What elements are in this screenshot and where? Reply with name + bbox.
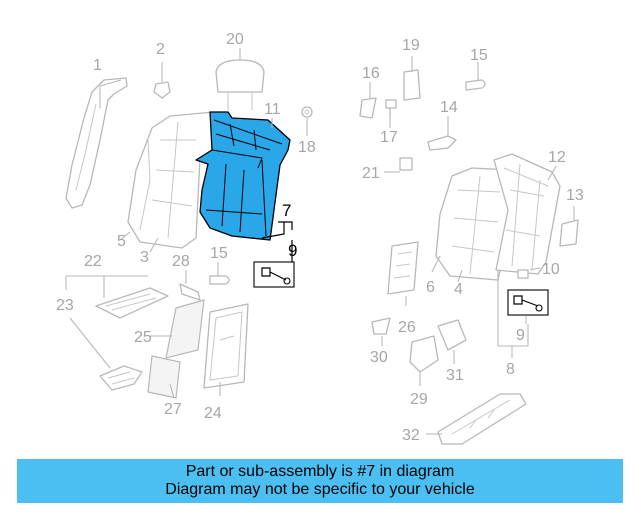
callout-21: 21 bbox=[362, 165, 380, 182]
callout-13: 13 bbox=[566, 187, 584, 204]
callout-15-left: 15 bbox=[210, 245, 228, 262]
part-20-headrest[interactable] bbox=[215, 59, 265, 110]
part-25-panel[interactable] bbox=[165, 299, 205, 359]
callout-25: 25 bbox=[134, 329, 152, 346]
part-27-cover[interactable] bbox=[147, 355, 181, 399]
parts-diagram: 1 2 20 5 3 7 9 11 18 bbox=[56, 31, 584, 445]
callout-18: 18 bbox=[298, 139, 316, 156]
part-26-lumbar-frame[interactable] bbox=[387, 241, 419, 295]
part-18-grommet[interactable] bbox=[301, 106, 313, 118]
part-9-bolt-left[interactable] bbox=[253, 261, 295, 288]
part-7-seatback-frame[interactable] bbox=[195, 111, 291, 241]
callout-29: 29 bbox=[410, 391, 428, 408]
part-24-back-panel[interactable] bbox=[203, 303, 249, 389]
callout-3: 3 bbox=[140, 249, 149, 266]
callout-15-right: 15 bbox=[470, 47, 488, 64]
callout-28: 28 bbox=[172, 253, 190, 270]
callout-12: 12 bbox=[548, 149, 566, 166]
part-14-clip[interactable] bbox=[427, 135, 457, 151]
callout-1: 1 bbox=[93, 57, 102, 74]
banner-line-2: Diagram may not be specific to your vehi… bbox=[165, 481, 475, 498]
part-23-bracket[interactable] bbox=[99, 365, 143, 391]
part-21-bolt[interactable] bbox=[399, 157, 413, 171]
part-30-clip[interactable] bbox=[371, 317, 391, 335]
callout-5: 5 bbox=[117, 233, 126, 250]
part-17-screw[interactable] bbox=[385, 99, 397, 118]
callout-9-left: 9 bbox=[288, 241, 297, 260]
part-31-hinge[interactable] bbox=[437, 319, 467, 351]
part-10-nut[interactable] bbox=[517, 269, 529, 279]
callout-27: 27 bbox=[164, 401, 182, 418]
part-9-bolt-right[interactable] bbox=[507, 289, 549, 316]
callout-6: 6 bbox=[426, 279, 435, 296]
callout-7: 7 bbox=[282, 201, 291, 220]
callout-20: 20 bbox=[226, 31, 244, 48]
callout-24: 24 bbox=[204, 405, 222, 422]
part-15-pin-left[interactable] bbox=[209, 275, 230, 285]
callout-26: 26 bbox=[398, 319, 416, 336]
banner-line-1: Part or sub-assembly is #7 in diagram bbox=[185, 463, 455, 480]
part-16-bracket[interactable] bbox=[359, 97, 377, 119]
callout-4: 4 bbox=[454, 281, 463, 298]
info-banner: Part or sub-assembly is #7 in diagram Di… bbox=[17, 459, 623, 503]
callout-31: 31 bbox=[446, 367, 464, 384]
part-12-seatback-frame[interactable] bbox=[493, 153, 561, 275]
part-19-cover[interactable] bbox=[403, 69, 421, 101]
callout-16: 16 bbox=[362, 65, 380, 82]
part-15-pin-right[interactable] bbox=[465, 79, 486, 91]
part-29-bracket[interactable] bbox=[409, 335, 439, 373]
part-2-clip[interactable] bbox=[153, 81, 171, 99]
part-28-strip[interactable] bbox=[179, 283, 201, 301]
callout-10: 10 bbox=[542, 261, 560, 278]
part-22-tray[interactable] bbox=[95, 287, 169, 319]
callout-22: 22 bbox=[84, 253, 102, 270]
callout-32: 32 bbox=[402, 427, 420, 444]
callout-8: 8 bbox=[506, 361, 515, 378]
part-1-side-trim[interactable] bbox=[65, 77, 128, 209]
callout-2: 2 bbox=[156, 41, 165, 58]
callout-23: 23 bbox=[56, 297, 74, 314]
callout-17: 17 bbox=[380, 129, 398, 146]
part-3-seatback-cushion[interactable] bbox=[127, 111, 215, 249]
part-32-bar[interactable] bbox=[437, 393, 527, 445]
callout-14: 14 bbox=[440, 99, 458, 116]
part-13-bracket[interactable] bbox=[559, 219, 579, 247]
callout-30: 30 bbox=[370, 349, 388, 366]
callout-11: 11 bbox=[264, 101, 281, 118]
callout-19: 19 bbox=[402, 37, 420, 54]
callout-9-right: 9 bbox=[516, 327, 525, 344]
